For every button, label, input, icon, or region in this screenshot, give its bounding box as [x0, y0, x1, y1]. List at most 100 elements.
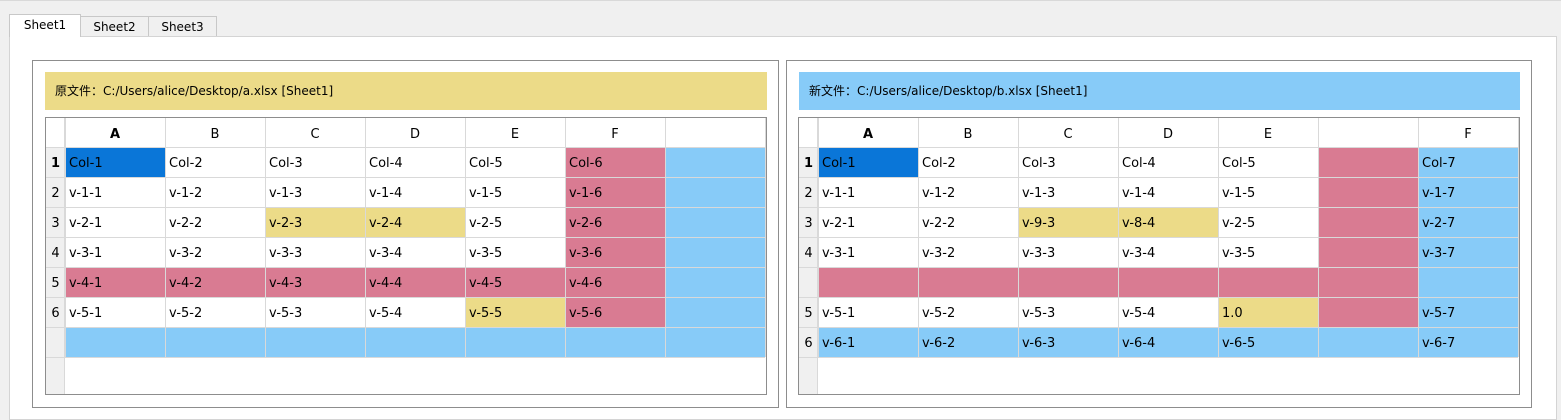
new-cell-bg[interactable] [1318, 327, 1418, 357]
original-row-header[interactable]: 1 [51, 156, 60, 171]
original-cell-bg[interactable] [665, 267, 765, 297]
new-cell-bg[interactable] [1218, 207, 1318, 237]
original-cell-bg[interactable] [265, 297, 365, 327]
new-cell-bg[interactable] [918, 147, 1018, 177]
original-cell-bg[interactable] [265, 327, 365, 357]
original-cell-bg[interactable] [65, 267, 165, 297]
new-cell-bg[interactable] [1118, 177, 1218, 207]
original-cell-bg[interactable] [165, 207, 265, 237]
original-column-header[interactable]: A [110, 127, 120, 142]
original-column-header[interactable]: F [611, 127, 618, 142]
new-cell-bg[interactable] [1018, 177, 1118, 207]
new-cell-bg[interactable] [1218, 237, 1318, 267]
new-cell-bg[interactable] [818, 297, 918, 327]
original-cell-bg[interactable] [565, 147, 665, 177]
original-row-header[interactable]: 2 [51, 186, 59, 201]
original-row-header[interactable]: 3 [51, 216, 59, 231]
original-cell-bg[interactable] [565, 177, 665, 207]
new-column-header[interactable]: F [1464, 127, 1471, 142]
new-cell-bg[interactable] [1118, 147, 1218, 177]
original-cell-bg[interactable] [365, 147, 465, 177]
new-cell-bg[interactable] [1318, 237, 1418, 267]
new-cell-bg[interactable] [818, 177, 918, 207]
original-cell-bg[interactable] [265, 207, 365, 237]
new-cell-bg[interactable] [1318, 267, 1418, 297]
original-cell-bg[interactable] [465, 177, 565, 207]
new-cell-bg[interactable] [1018, 327, 1118, 357]
new-cell-bg[interactable] [918, 297, 1018, 327]
new-cell-bg[interactable] [1018, 147, 1118, 177]
new-cell-bg[interactable] [1418, 237, 1518, 267]
original-column-header[interactable]: E [511, 127, 519, 142]
new-cell-bg[interactable] [1418, 207, 1518, 237]
original-cell-bg[interactable] [665, 207, 765, 237]
original-cell-bg[interactable] [165, 267, 265, 297]
new-cell-bg[interactable] [818, 237, 918, 267]
new-cell-bg[interactable] [918, 267, 1018, 297]
new-cell-bg[interactable] [918, 177, 1018, 207]
new-cell-bg[interactable] [1218, 177, 1318, 207]
original-cell-bg[interactable] [565, 237, 665, 267]
original-cell-bg[interactable] [365, 237, 465, 267]
original-cell-bg[interactable] [565, 267, 665, 297]
new-column-header[interactable]: D [1163, 127, 1173, 142]
original-cell-bg[interactable] [365, 207, 465, 237]
original-cell-bg[interactable] [665, 177, 765, 207]
new-cell-bg[interactable] [1318, 147, 1418, 177]
new-cell-bg[interactable] [1218, 147, 1318, 177]
original-row-header[interactable]: 5 [51, 276, 59, 291]
original-cell-bg[interactable] [265, 177, 365, 207]
new-cell-bg[interactable] [818, 207, 918, 237]
original-cell-bg[interactable] [665, 327, 765, 357]
new-column-header[interactable]: B [964, 127, 973, 142]
original-cell-bg[interactable] [165, 177, 265, 207]
new-cell-bg[interactable] [1018, 267, 1118, 297]
original-cell-bg[interactable] [465, 147, 565, 177]
new-row-header[interactable]: 6 [804, 336, 812, 351]
original-column-header[interactable]: C [310, 127, 319, 142]
new-cell-bg[interactable] [1418, 327, 1518, 357]
original-cell-bg[interactable] [365, 267, 465, 297]
new-column-header[interactable]: A [863, 127, 873, 142]
new-cell-bg[interactable] [1318, 207, 1418, 237]
original-cell-bg[interactable] [665, 297, 765, 327]
original-cell-bg[interactable] [565, 297, 665, 327]
original-cell-bg[interactable] [365, 297, 465, 327]
new-cell-bg[interactable] [1218, 297, 1318, 327]
new-cell-bg[interactable] [1018, 297, 1118, 327]
original-cell-bg[interactable] [165, 237, 265, 267]
original-cell-bg[interactable] [465, 297, 565, 327]
new-cell-bg[interactable] [1418, 177, 1518, 207]
original-cell-bg[interactable] [65, 207, 165, 237]
new-cell-bg[interactable] [818, 327, 918, 357]
original-cell-bg[interactable] [665, 147, 765, 177]
original-cell-bg[interactable] [65, 147, 165, 177]
new-row-header[interactable]: 4 [804, 246, 812, 261]
new-cell-bg[interactable] [1118, 207, 1218, 237]
original-row-header[interactable]: 6 [51, 306, 59, 321]
new-cell-bg[interactable] [1118, 237, 1218, 267]
new-cell-bg[interactable] [1318, 177, 1418, 207]
original-cell-bg[interactable] [465, 237, 565, 267]
new-cell-bg[interactable] [918, 237, 1018, 267]
original-column-header[interactable]: D [410, 127, 420, 142]
original-cell-bg[interactable] [65, 237, 165, 267]
new-row-header[interactable]: 5 [804, 306, 812, 321]
tab-sheet3[interactable]: Sheet3 [148, 16, 217, 37]
new-row-header[interactable]: 2 [804, 186, 812, 201]
tab-sheet1[interactable]: Sheet1 [9, 14, 81, 37]
original-cell-bg[interactable] [165, 327, 265, 357]
new-cell-bg[interactable] [1318, 297, 1418, 327]
original-cell-bg[interactable] [465, 327, 565, 357]
original-cell-bg[interactable] [65, 177, 165, 207]
original-cell-bg[interactable] [365, 177, 465, 207]
new-cell-bg[interactable] [1018, 207, 1118, 237]
original-cell-bg[interactable] [165, 297, 265, 327]
original-cell-bg[interactable] [65, 297, 165, 327]
new-column-header[interactable]: E [1264, 127, 1272, 142]
original-cell-bg[interactable] [465, 267, 565, 297]
original-cell-bg[interactable] [565, 327, 665, 357]
